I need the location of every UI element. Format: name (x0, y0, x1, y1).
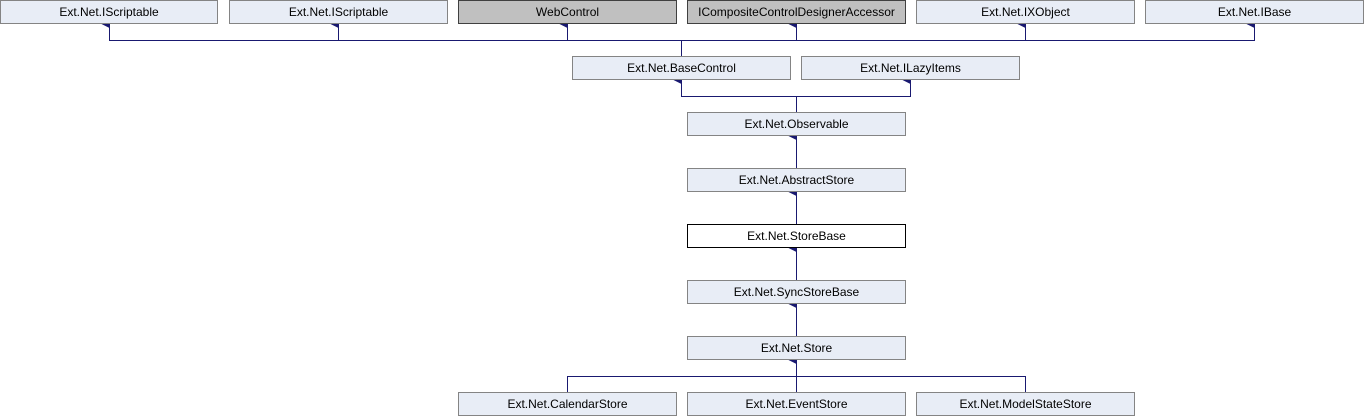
edge-basecontrol-ibase (1025, 20, 1255, 41)
edge-observable-basecontrol (673, 76, 797, 112)
edge-basecontrol-ixobject (796, 20, 1026, 41)
node-webcontrol: WebControl (458, 0, 677, 24)
node-eventstore[interactable]: Ext.Net.EventStore (687, 392, 906, 416)
edge-basecontrol-iscriptable-1 (101, 20, 682, 56)
node-syncstorebase[interactable]: Ext.Net.SyncStoreBase (687, 280, 906, 304)
node-ibase[interactable]: Ext.Net.IBase (1145, 0, 1364, 24)
node-icompositecontroldesigneraccessor: ICompositeControlDesignerAccessor (687, 0, 906, 24)
edge-calendarstore-store (567, 376, 797, 392)
node-ilazyitems[interactable]: Ext.Net.ILazyItems (801, 56, 1020, 80)
node-iscriptable-2[interactable]: Ext.Net.IScriptable (229, 0, 448, 24)
node-ixobject[interactable]: Ext.Net.IXObject (916, 0, 1135, 24)
node-modelstatestore[interactable]: Ext.Net.ModelStateStore (916, 392, 1135, 416)
node-abstractstore[interactable]: Ext.Net.AbstractStore (687, 168, 906, 192)
node-calendarstore[interactable]: Ext.Net.CalendarStore (458, 392, 677, 416)
node-store[interactable]: Ext.Net.Store (687, 336, 906, 360)
edge-basecontrol-icompositecontroldesigneraccessor (681, 20, 797, 41)
edge-modelstatestore-store (796, 376, 1026, 392)
node-basecontrol[interactable]: Ext.Net.BaseControl (572, 56, 791, 80)
node-observable[interactable]: Ext.Net.Observable (687, 112, 906, 136)
node-storebase: Ext.Net.StoreBase (687, 224, 906, 248)
edge-observable-ilazyitems (796, 76, 911, 97)
node-iscriptable-1[interactable]: Ext.Net.IScriptable (0, 0, 218, 24)
